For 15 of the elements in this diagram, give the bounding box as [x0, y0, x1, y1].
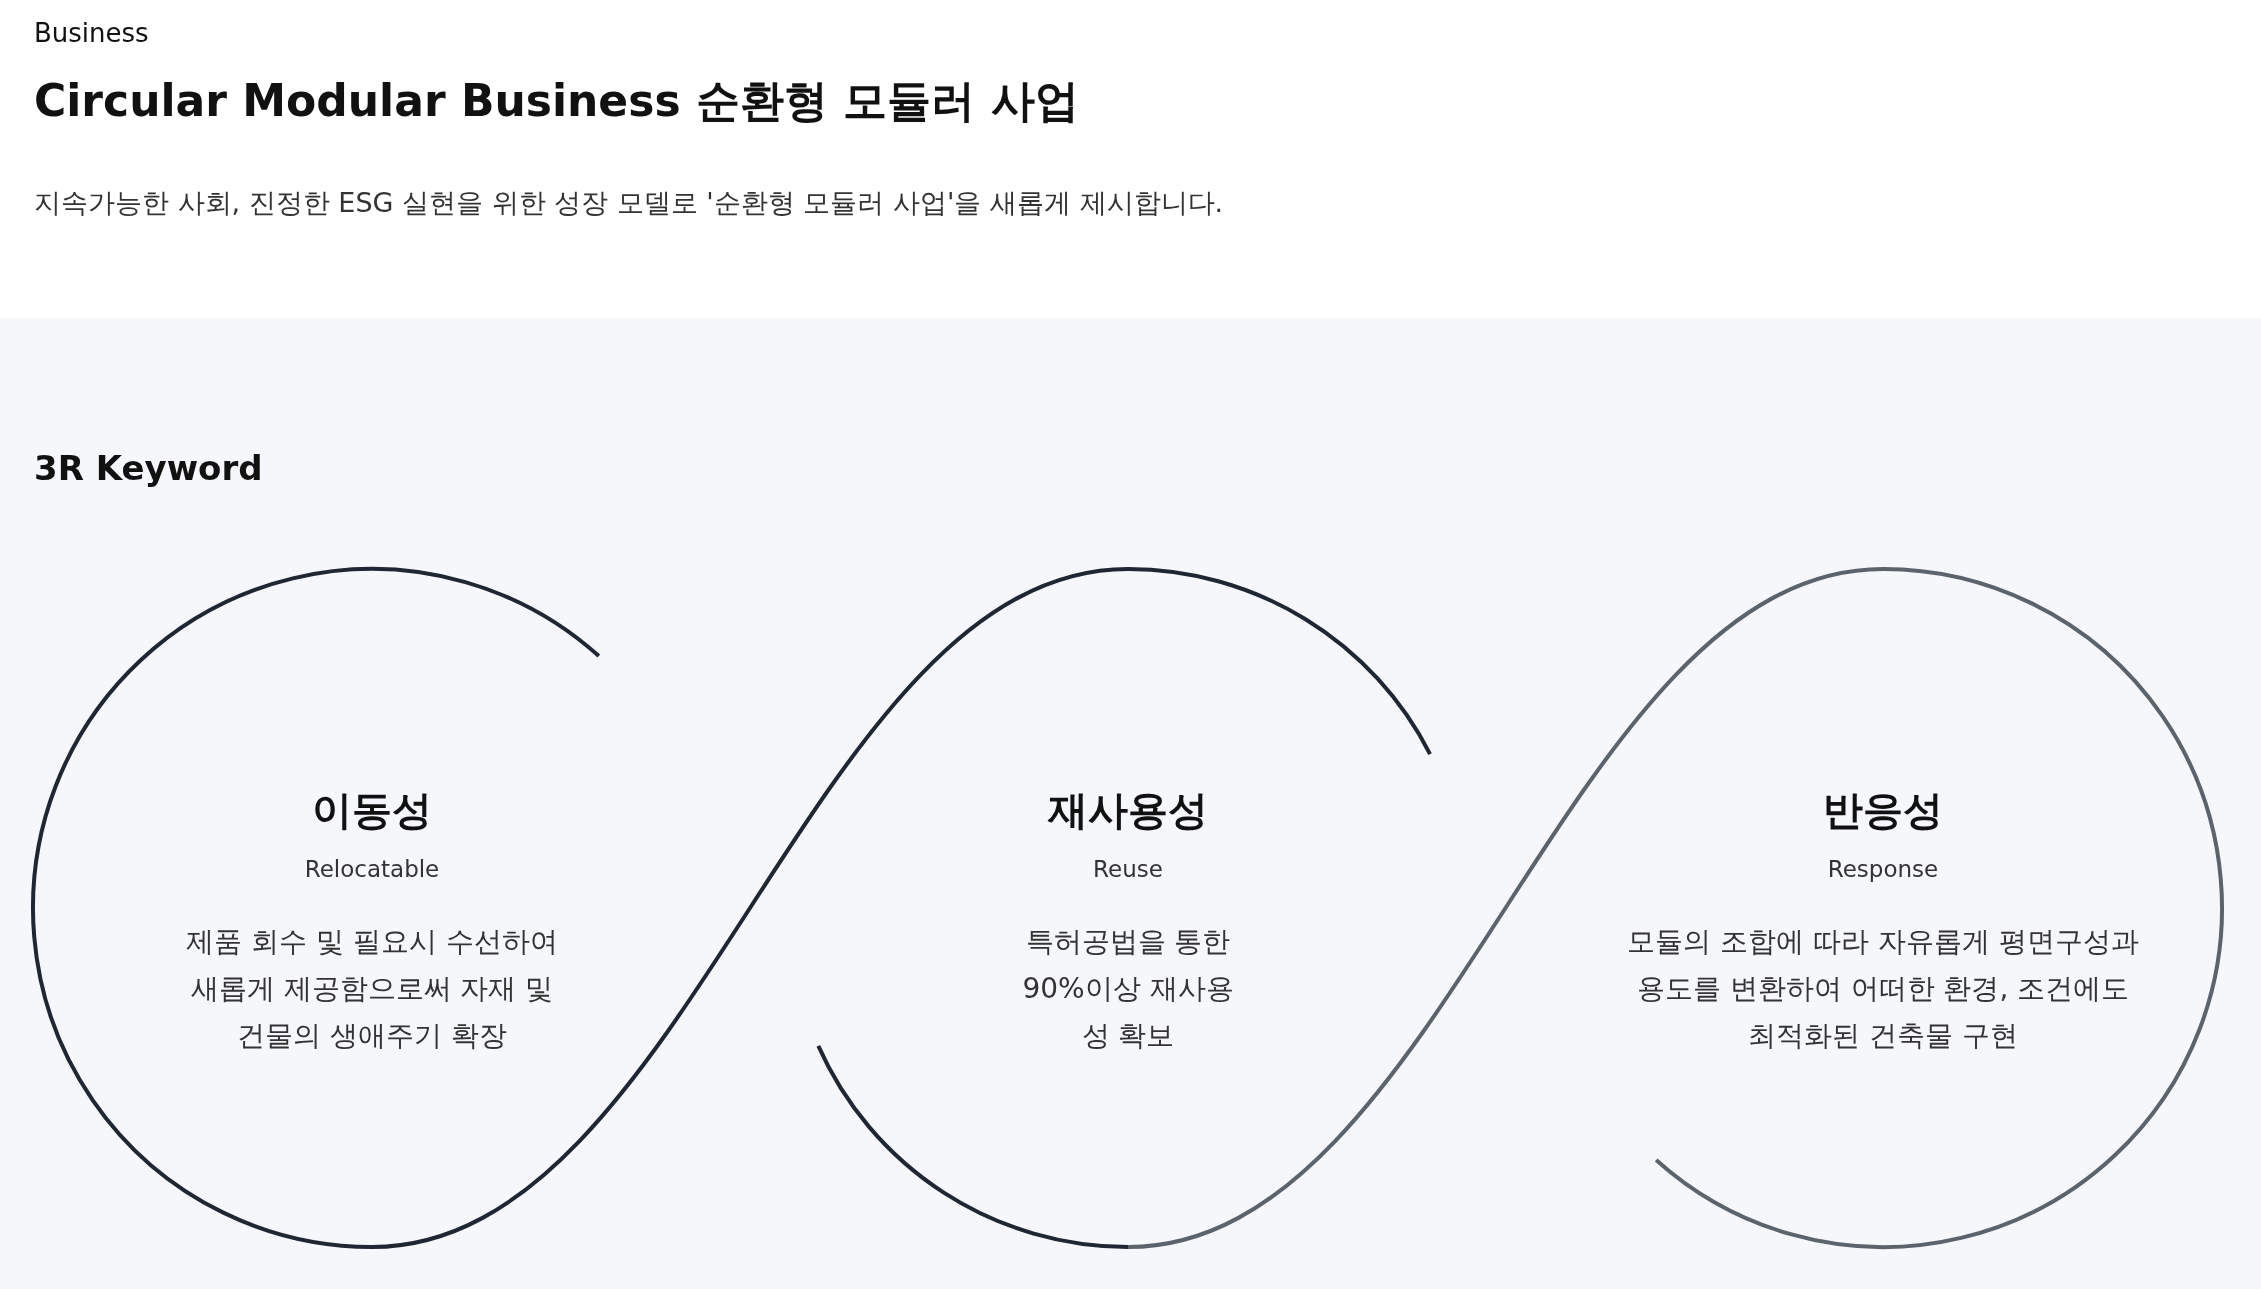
- curved-connector: [371, 567, 1129, 1249]
- eyebrow-text: Business: [34, 18, 149, 48]
- keyword-subtitle: Relocatable: [304, 856, 440, 882]
- curved-connector: [1127, 567, 1884, 1249]
- keyword-heading: 재사용성: [1048, 787, 1208, 833]
- keyword-heading: 반응성: [1823, 787, 1943, 833]
- keyword-description: 모듈의 조합에 따라 자유롭게 평면구성과 용도를 변환하여 어떠한 환경, 조건에도 최적화된 건축물 구현: [1626, 924, 2140, 1054]
- section-heading: 3R Keyword: [34, 448, 263, 488]
- keyword-subtitle: Response: [1827, 856, 1939, 882]
- page-title: Circular Modular Business 순환형 모듈러 사업: [34, 74, 1079, 128]
- keyword-description: 제품 회수 및 필요시 수선하여 새롭게 제공함으로써 자재 및 건물의 생애주기 확장: [185, 924, 559, 1054]
- keyword-description: 특허공법을 통한 90%이상 재사용성 확보: [1021, 924, 1235, 1054]
- keyword-heading: 이동성: [312, 787, 432, 833]
- description-text: 지속가능한 사회, 진정한 ESG 실현을 위한 성장 모델로 '순환형 모듈러 사업'을 새롭게 제시합니다.: [34, 186, 1224, 220]
- keyword-subtitle: Reuse: [1093, 856, 1163, 882]
